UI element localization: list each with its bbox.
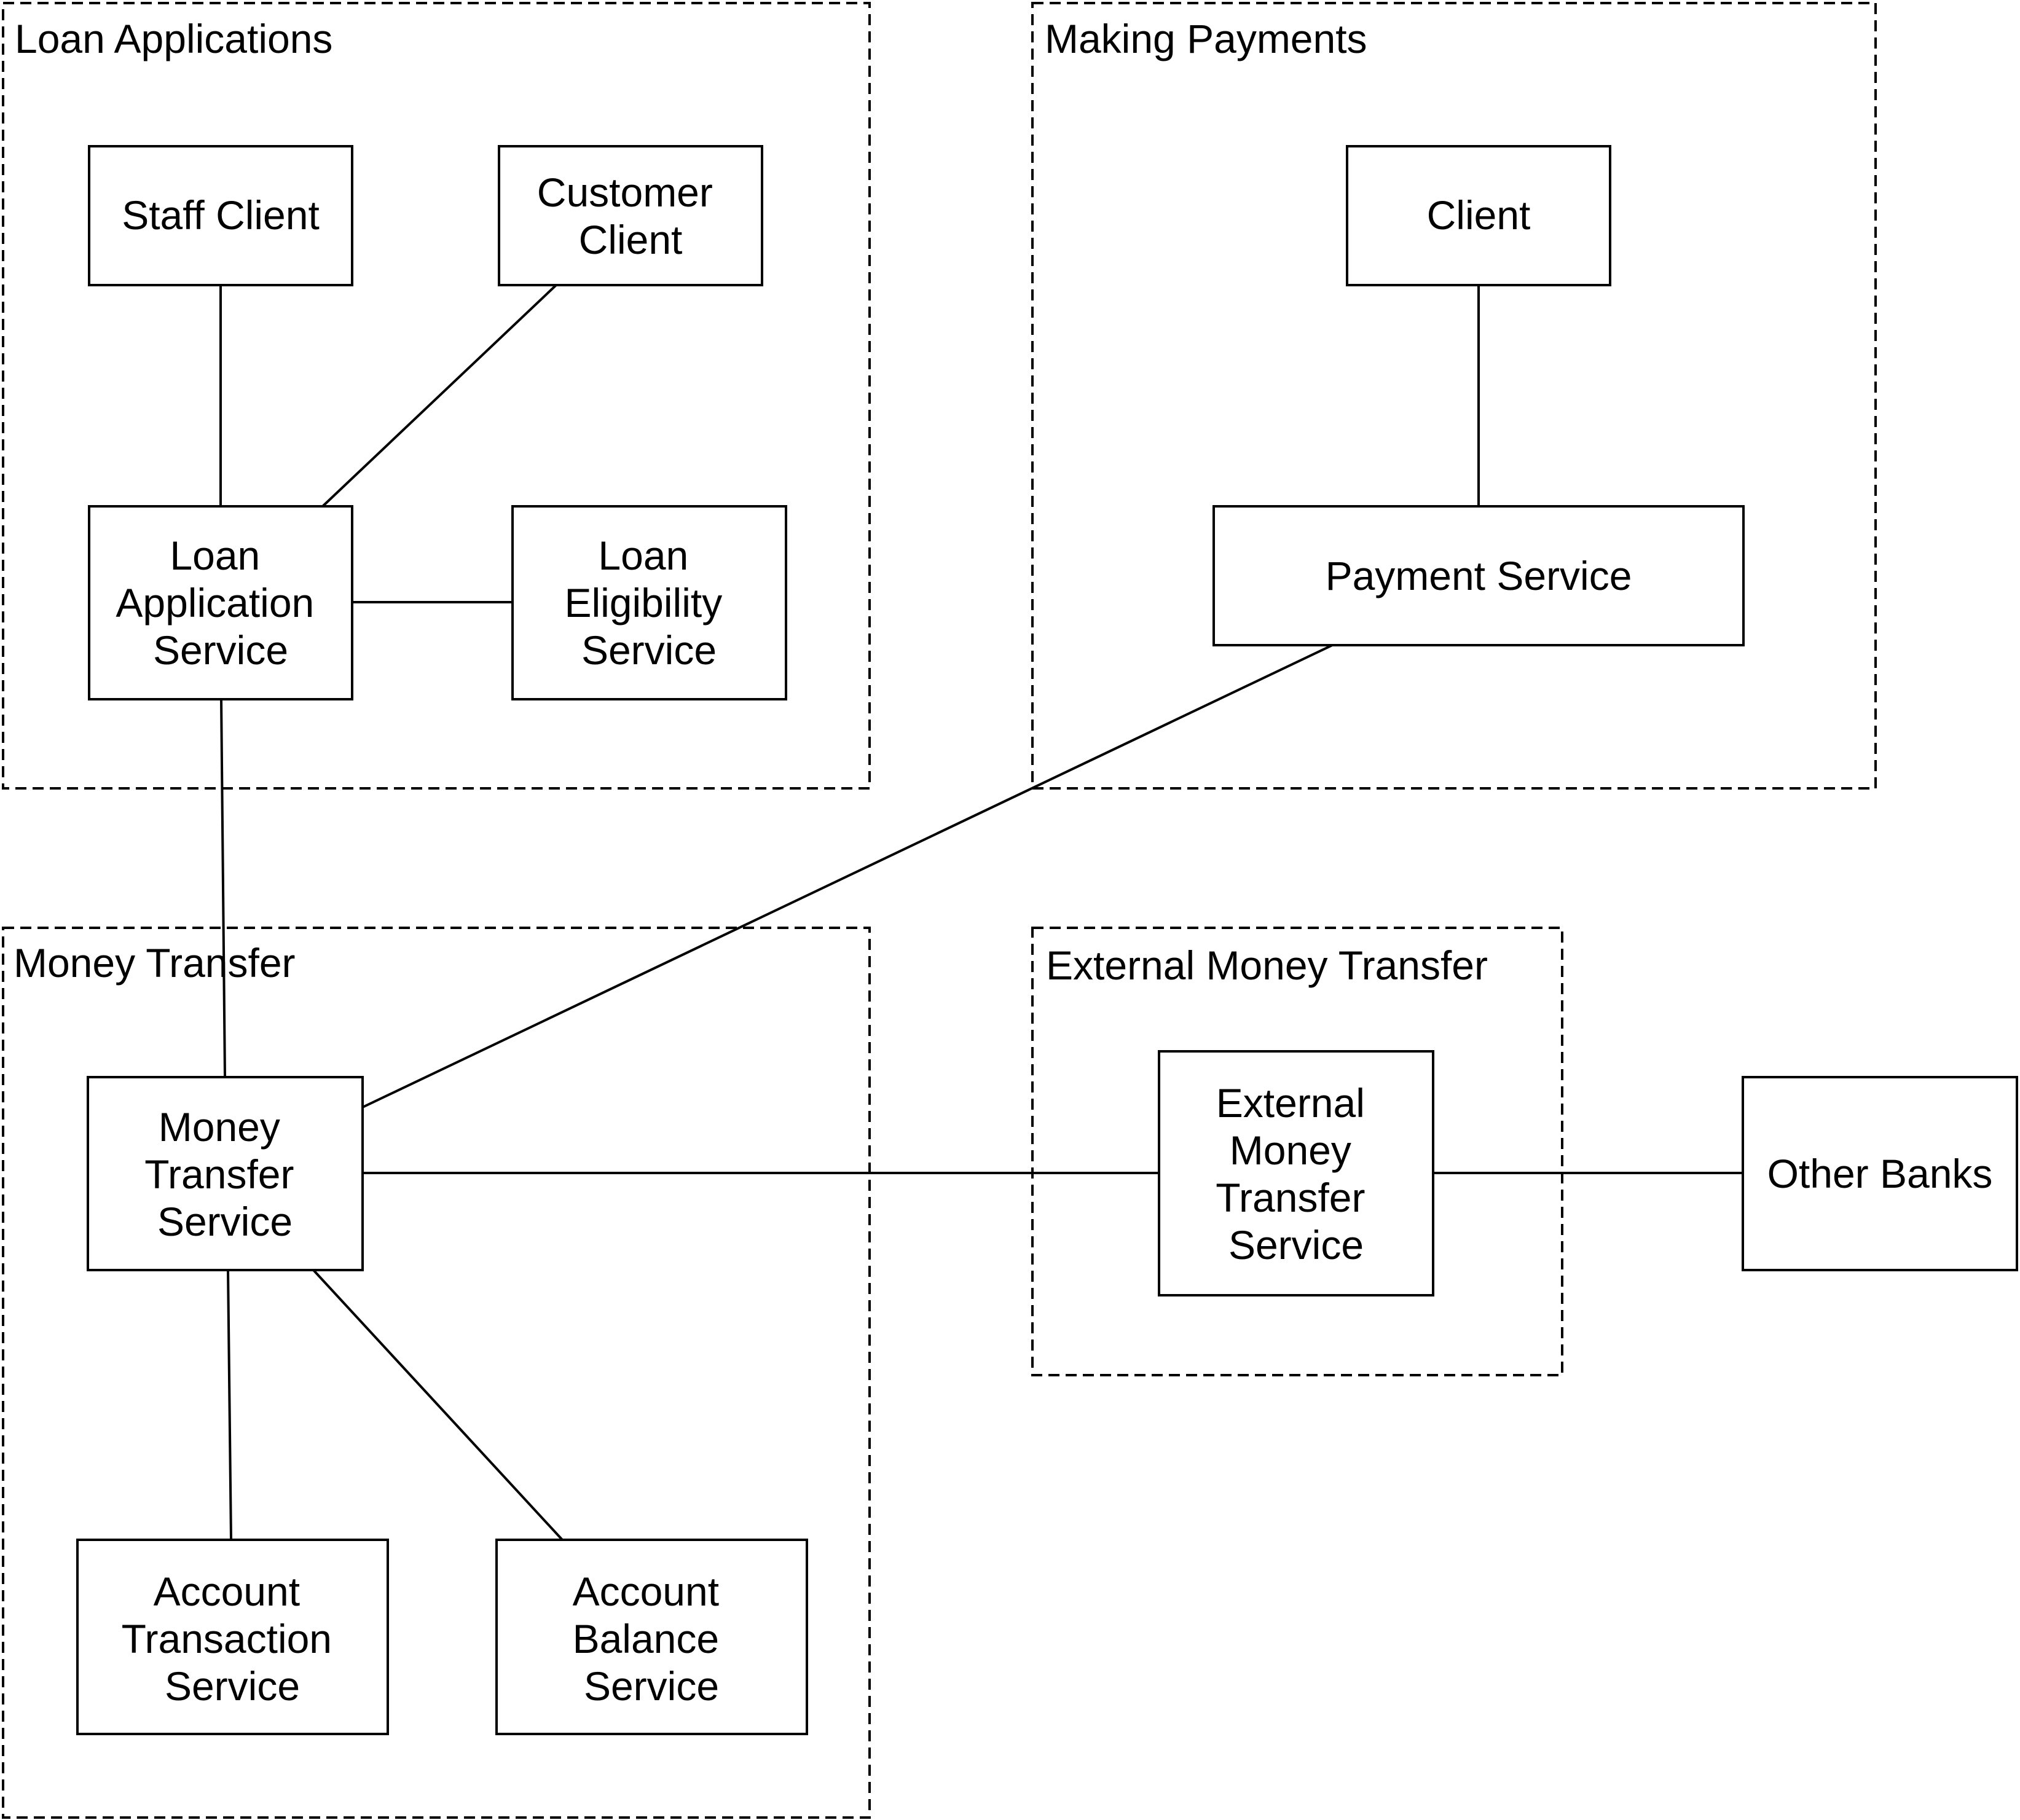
- group-label-loan-applications: Loan Applications: [15, 16, 332, 61]
- node-label-loan-application-service: Loan Application Service: [116, 533, 325, 673]
- node-box-money-transfer-service: [87, 1076, 364, 1271]
- edge-money-transfer-to-account-transaction: [227, 1269, 232, 1540]
- group-label-external-money-transfer: External Money Transfer: [1046, 943, 1488, 988]
- group-money-transfer: [2, 927, 871, 1819]
- group-loan-applications: [2, 2, 871, 790]
- group-label-making-payments: Making Payments: [1045, 16, 1367, 61]
- group-external-money-transfer: [1031, 927, 1563, 1376]
- node-label-account-balance-service: Account Balance Service: [573, 1569, 731, 1709]
- node-box-external-money-transfer-service: [1158, 1050, 1434, 1296]
- node-label-other-banks: Other Banks: [1767, 1151, 1993, 1196]
- group-label-money-transfer: Money Transfer: [14, 940, 296, 986]
- node-label-client: Client: [1427, 192, 1531, 238]
- node-box-client: [1346, 145, 1611, 286]
- node-label-customer-client: Customer Client: [537, 170, 724, 262]
- edge-money-transfer-to-account-balance: [312, 1269, 564, 1541]
- node-box-account-balance-service: [495, 1539, 808, 1735]
- edge-payment-service-to-money-transfer: [362, 644, 1333, 1108]
- node-label-loan-eligibility-service: Loan Eligibility Service: [564, 533, 733, 673]
- node-box-customer-client: [498, 145, 763, 286]
- node-box-payment-service: [1212, 505, 1745, 646]
- node-box-account-transaction-service: [76, 1539, 389, 1735]
- group-making-payments: [1031, 2, 1877, 790]
- node-label-money-transfer-service: Money Transfer Service: [144, 1104, 305, 1244]
- edge-loan-application-to-money-transfer: [220, 699, 226, 1078]
- node-box-loan-application-service: [88, 505, 353, 700]
- node-label-account-transaction-service: Account Transaction Service: [122, 1569, 344, 1709]
- node-label-external-money-transfer-service: External Money Transfer Service: [1216, 1080, 1377, 1268]
- node-box-staff-client: [88, 145, 353, 286]
- node-box-loan-eligibility-service: [511, 505, 787, 700]
- edge-customer-client-to-loan-application-service: [321, 284, 557, 508]
- node-label-staff-client: Staff Client: [122, 192, 320, 238]
- node-label-payment-service: Payment Service: [1326, 553, 1632, 598]
- node-box-other-banks: [1742, 1076, 2018, 1271]
